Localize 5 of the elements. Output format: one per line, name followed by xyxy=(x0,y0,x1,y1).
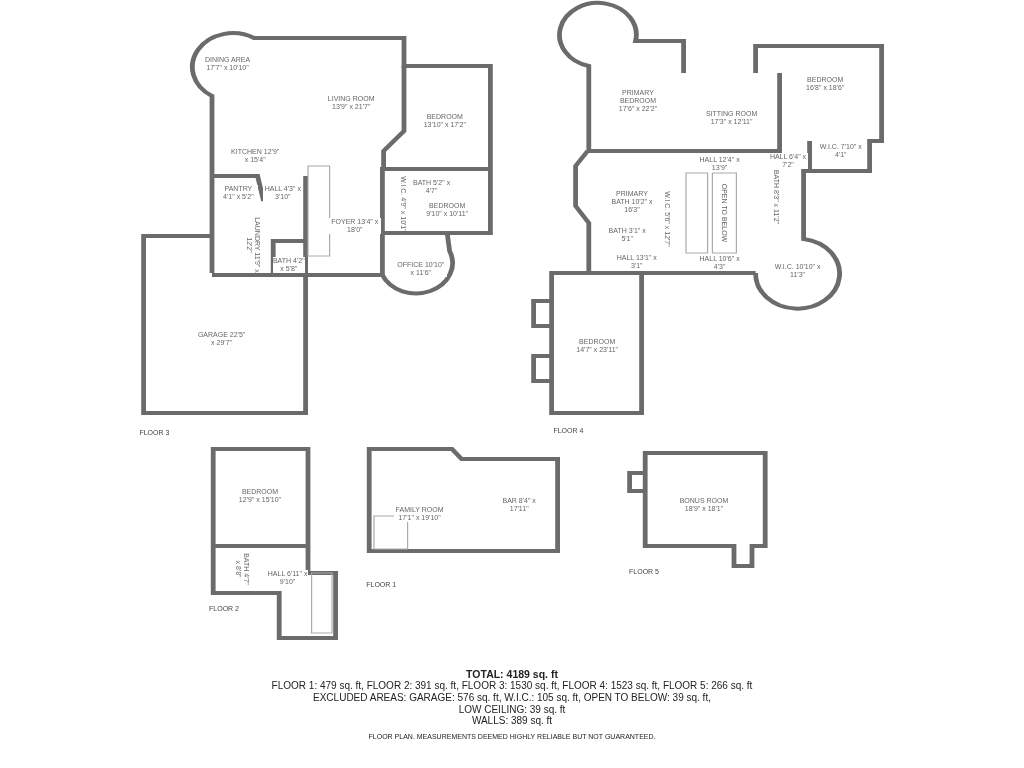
area-summary-text: EXCLUDED AREAS: GARAGE: 576 sq. ft, W.I.C.: 105 sq. ft, OPEN TO BELOW: 39 sq. ft, xyxy=(313,691,711,703)
total-area-text: TOTAL: 4189 sq. ft xyxy=(466,668,558,680)
area-summary-text: LOW CEILING: 39 sq. ft xyxy=(458,703,566,715)
area-summary-text: FLOOR 1: 479 sq. ft, FLOOR 2: 391 sq. ft, FLOOR 3: 1530 sq. ft, FLOOR 4: 1523 sq. ft, FLOOR 5: 266 sq. ft xyxy=(271,679,753,691)
area-summary-text: WALLS: 389 sq. ft xyxy=(471,714,553,726)
